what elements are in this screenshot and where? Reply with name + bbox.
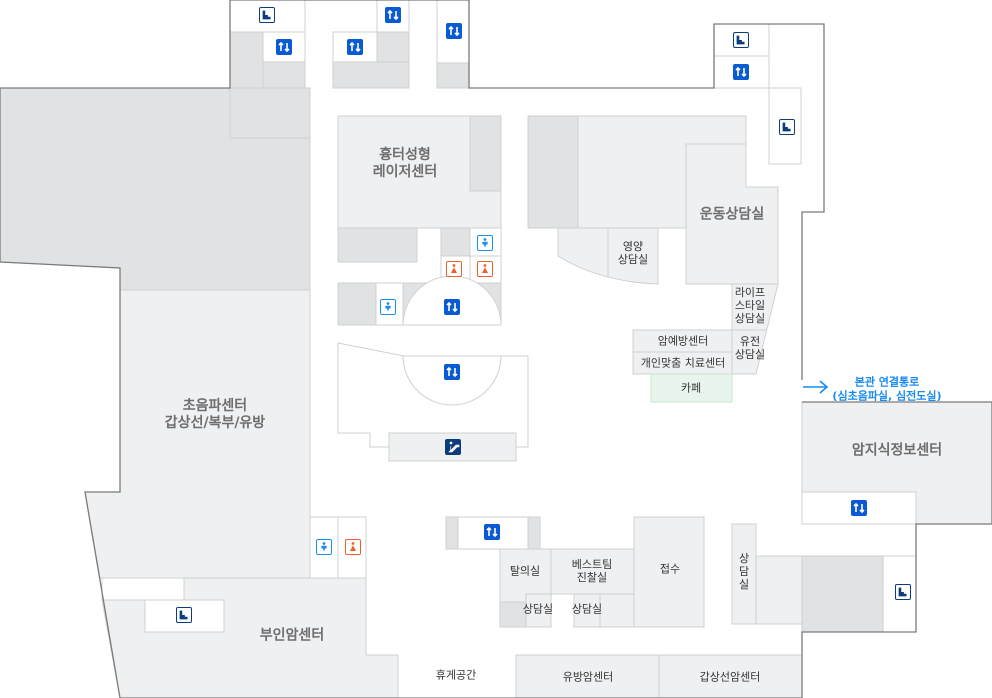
- gynecologic-label: 부인암센터: [259, 627, 325, 644]
- label-line: 진찰실: [576, 571, 608, 584]
- atrium: [337, 342, 529, 448]
- consult-b-label: 상담실: [571, 602, 603, 616]
- stairs-icon: [259, 7, 275, 23]
- stairs-icon: [176, 607, 192, 623]
- elevator-icon: [444, 299, 460, 315]
- restroom-female-icon: [446, 261, 462, 277]
- label-line: 스타일: [734, 299, 766, 313]
- ultrasound-center-room: [84, 289, 311, 579]
- link-subtitle: (심초음파실, 심전도실): [832, 389, 942, 402]
- reception-room: [633, 516, 705, 628]
- label-line: 담: [738, 565, 750, 579]
- stairs-icon: [895, 584, 911, 600]
- best-team-room: [550, 548, 635, 595]
- label-line: 초음파센터: [182, 398, 248, 415]
- exercise-room: [685, 143, 779, 285]
- elevator-icon: [385, 7, 401, 23]
- thyroid-center-room: [658, 654, 803, 698]
- main-building-link[interactable]: 본관 연결통로(심초음파실, 심전도실): [832, 375, 941, 403]
- label-line: 상담실: [734, 348, 766, 361]
- exercise-label: 운동상담실: [699, 206, 765, 223]
- label-line: 레이저센터: [372, 164, 438, 180]
- stairs-icon: [733, 32, 749, 48]
- cafe-label: 카페: [680, 381, 702, 395]
- cancer-prevention-label: 암예방센터: [657, 334, 709, 348]
- link-title: 본관 연결통로: [854, 375, 920, 389]
- restroom-male-icon: [316, 539, 332, 555]
- elevator-icon: [446, 23, 462, 39]
- elevator-icon: [851, 500, 867, 516]
- label-line: 흉터성형: [379, 147, 431, 164]
- lounge-label: 휴게공간: [435, 668, 477, 682]
- top-left-block: [229, 87, 311, 139]
- restroom-female-icon: [345, 539, 361, 555]
- thyroid-center-label: 갑상선암센터: [699, 670, 761, 684]
- label-line: 상담실: [734, 312, 766, 326]
- breast-center-label: 유방암센터: [562, 670, 614, 684]
- label-line: 유전: [739, 334, 761, 348]
- label-line: 실: [738, 578, 750, 592]
- label-line: 상담실: [617, 253, 649, 266]
- elevator-icon: [484, 524, 500, 540]
- cafe-room: [650, 373, 733, 403]
- consult-vertical-room: [731, 523, 757, 625]
- consult-a-label: 상담실: [522, 602, 554, 616]
- label-line: 라이프: [734, 286, 766, 300]
- reception-label: 접수: [659, 562, 681, 576]
- label-line: 베스트팀: [571, 557, 613, 571]
- escalator-area: [388, 432, 517, 462]
- restroom-male-icon: [380, 299, 396, 315]
- label-line: 영양: [622, 239, 644, 253]
- cancer-info-label: 암지식정보센터: [851, 442, 943, 459]
- elevator-icon: [733, 64, 749, 80]
- changing-room: [499, 548, 552, 603]
- changing-label: 탈의실: [509, 564, 541, 578]
- escalator-icon: [445, 439, 461, 455]
- stairs-icon: [779, 119, 795, 135]
- restroom-male-icon: [477, 235, 493, 251]
- elevator-icon: [444, 364, 460, 380]
- label-line: 상: [738, 552, 750, 566]
- restroom-female-icon: [477, 261, 493, 277]
- personalized-label: 개인맞춤 치료센터: [640, 356, 726, 370]
- label-line: 갑상선/복부/유방: [164, 415, 266, 431]
- elevator-icon: [347, 39, 363, 55]
- elevator-icon: [276, 39, 292, 55]
- arrow-right-icon: [803, 380, 829, 394]
